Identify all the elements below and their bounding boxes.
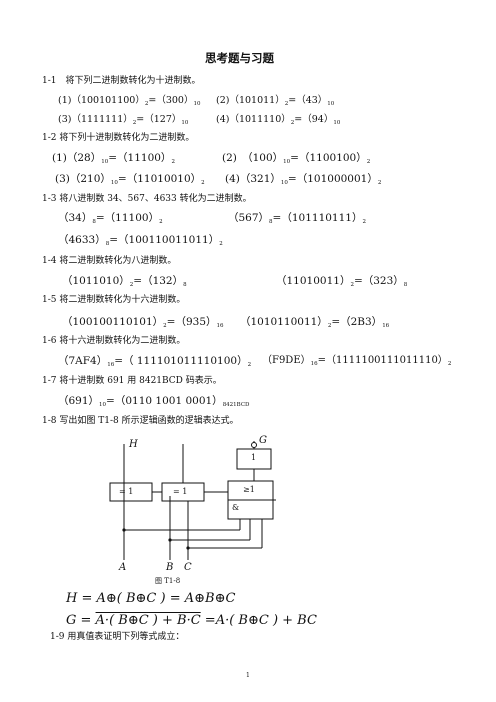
- answer-1-2-1: (1)（28）10=（11100）2: [52, 152, 175, 165]
- xor-gate-2-symbol: = 1: [173, 487, 188, 496]
- question-1-1: 1-1 将下列二进制数转化为十进制数。: [42, 76, 201, 86]
- answer-1-2-3: (3)（210）10=（11010010）2: [55, 173, 205, 186]
- not-gate-symbol: 1: [251, 453, 257, 462]
- label-c: C: [184, 562, 192, 573]
- answer-1-4-2: （11010011）2=（323）8: [276, 275, 408, 288]
- question-1-4: 1-4 将二进制数转化为八进制数。: [42, 256, 177, 266]
- label-h: H: [129, 439, 138, 450]
- or-gate-symbol: ≥1: [243, 485, 255, 494]
- answer-1-3-1: （34）8=（11100）2: [58, 212, 163, 225]
- answer-1-6-1: （7AF4）16=（ 111101011110100）2: [58, 355, 252, 368]
- question-1-5: 1-5 将二进制数转化为十六进制数。: [42, 295, 186, 305]
- question-1-9: 1-9 用真值表证明下列等式成立：: [50, 632, 185, 642]
- answer-1-4-1: （1011010）2=（132）8: [62, 275, 187, 288]
- page-number: 1: [246, 672, 250, 679]
- label-a: A: [119, 562, 127, 573]
- answer-1-1-3: (3)（1111111）2=（127）10: [58, 114, 189, 126]
- label-b: B: [166, 562, 174, 573]
- answer-1-2-2: (2) （100）10=（1100100）2: [222, 152, 371, 165]
- formula-g: G = A·( B⊕C ) + B·C =A·( B⊕C ) + BC: [66, 613, 317, 628]
- and-gate-symbol: &: [232, 503, 240, 512]
- answer-1-5-1: （100100110101）2=（935）16: [62, 316, 224, 329]
- page-title: 思考题与习题: [205, 51, 274, 65]
- label-g: G: [259, 435, 267, 446]
- question-1-6: 1-6 将十六进制数转化为二进制数。: [42, 336, 186, 346]
- answer-1-3-3: （4633）8=（100110011011）2: [58, 234, 223, 247]
- answer-1-1-4: (4)（1011110）2=（94）10: [216, 114, 341, 126]
- answer-1-3-2: （567）8=（101110111）2: [228, 212, 366, 225]
- answer-1-6-2: （F9DE）16=（1111100111011110）2: [262, 355, 452, 367]
- xor-gate-1-symbol: = 1: [119, 487, 134, 496]
- question-1-7: 1-7 将十进制数 691 用 8421BCD 码表示。: [42, 376, 222, 386]
- answer-1-1-1: (1)（100101100）2=（300）10: [58, 95, 201, 107]
- answer-1-2-4: (4)（321）10=（101000001）2: [225, 173, 382, 186]
- question-1-3: 1-3 将八进制数 34、567、4633 转化为二进制数。: [42, 194, 252, 204]
- question-1-8: 1-8 写出如图 T1-8 所示逻辑函数的逻辑表达式。: [42, 416, 239, 426]
- question-1-2: 1-2 将下列十进制数转化为二进制数。: [42, 133, 195, 143]
- formula-h: H = A⊕( B⊕C ) = A⊕B⊕C: [66, 591, 236, 606]
- answer-1-5-2: （1010110011）2=（2B3）16: [240, 316, 390, 329]
- answer-1-1-2: (2)（101011）2=（43）10: [216, 95, 335, 107]
- answer-1-7-1: （691）10=（0110 1001 0001）8421BCD: [58, 395, 250, 408]
- figure-caption: 图 T1-8: [155, 577, 181, 585]
